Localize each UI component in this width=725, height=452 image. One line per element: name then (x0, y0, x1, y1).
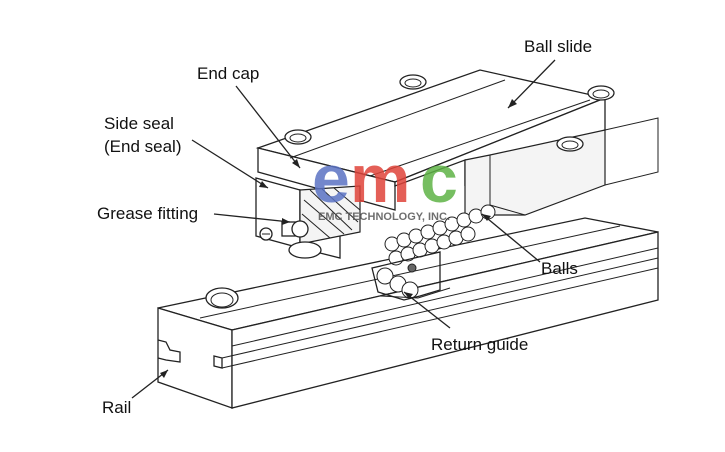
watermark-letter-c: c (420, 141, 458, 217)
labels: Ball slide End cap Side seal (End seal) … (97, 37, 592, 417)
slide-hole-3 (556, 136, 584, 152)
watermark-subtitle: EMC TECHNOLOGY, INC. (318, 211, 450, 223)
grease-fitting (281, 220, 322, 259)
side-seal (299, 185, 361, 245)
seal-hole (288, 241, 322, 259)
return-guide (371, 251, 451, 301)
rail-side-face (231, 231, 659, 409)
label-rail: Rail (102, 398, 131, 417)
watermark-letter-e: e (312, 141, 350, 217)
label-ball-slide: Ball slide (524, 37, 592, 56)
rail (157, 217, 659, 409)
rail-mounting-hole (205, 287, 239, 309)
balls (376, 204, 496, 299)
label-grease-fitting: Grease fitting (97, 204, 198, 223)
leader-lines (131, 59, 556, 399)
slide-hole-2 (284, 129, 312, 145)
slide-hole-1 (399, 74, 427, 90)
watermark: e m c EMC TECHNOLOGY, INC. (312, 141, 458, 223)
slide-front-upper (257, 147, 396, 211)
rail-groove-front (157, 339, 181, 363)
label-end-cap: End cap (197, 64, 259, 83)
label-balls: Balls (541, 259, 578, 278)
slide-hole-4 (587, 85, 615, 101)
label-side-seal: Side seal (104, 114, 174, 133)
watermark-letter-m: m (350, 141, 410, 217)
label-side-seal-end-seal: (End seal) (104, 137, 181, 156)
label-return-guide: Return guide (431, 335, 528, 354)
